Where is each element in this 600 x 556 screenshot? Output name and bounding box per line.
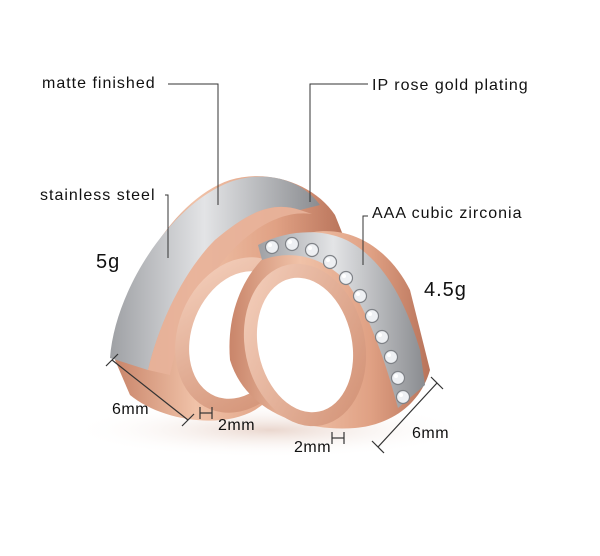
callout-rose-gold-plating: [309, 83, 368, 202]
small-ring-steel-channel: [258, 232, 425, 408]
stone-highlight: [378, 333, 382, 337]
zirconia-stone: [338, 270, 354, 286]
zirconia-stone: [395, 389, 411, 405]
stone-highlight: [342, 274, 346, 278]
stone-highlight: [268, 243, 272, 247]
zirconia-stone: [374, 329, 390, 345]
cubic-zirconia-stones: [264, 236, 411, 405]
label-weight-large-ring: 5g: [96, 251, 121, 273]
label-matte-finished: matte finished: [42, 75, 156, 92]
zirconia-stone: [304, 242, 320, 258]
small-ring-hole: [256, 277, 354, 413]
stone-highlight: [399, 393, 403, 397]
zirconia-stone: [264, 239, 280, 255]
label-thickness-large-ring: 2mm: [218, 417, 256, 434]
dim-line-6mm-small: [377, 382, 438, 448]
stone-highlight: [288, 240, 292, 244]
label-thickness-small-ring: 2mm: [294, 439, 332, 456]
callout-cubic-zirconia: [362, 215, 368, 265]
label-width-large-ring: 6mm: [112, 401, 150, 418]
label-weight-small-ring: 4.5g: [424, 279, 467, 301]
zirconia-stone: [284, 236, 300, 252]
stone-highlight: [356, 292, 360, 296]
callout-stainless-steel: [165, 194, 169, 258]
label-width-small-ring: 6mm: [412, 425, 450, 442]
stone-highlight: [326, 258, 330, 262]
zirconia-stone: [364, 308, 380, 324]
zirconia-stone: [322, 254, 338, 270]
label-aaa-cubic-zirconia: AAA cubic zirconia: [372, 205, 523, 222]
stone-highlight: [308, 246, 312, 250]
zirconia-stone: [352, 288, 368, 304]
dim-line-6mm-large: [111, 359, 189, 421]
label-ip-rose-gold-plating: IP rose gold plating: [372, 77, 529, 94]
small-ring: [229, 231, 430, 429]
large-ring-steel-band: [110, 176, 320, 370]
dim-tick: [105, 353, 119, 367]
large-ring-edge: [148, 206, 312, 375]
stone-highlight: [387, 353, 391, 357]
callout-lines: [165, 83, 368, 265]
label-stainless-steel: stainless steel: [40, 187, 156, 204]
zirconia-stone: [383, 349, 399, 365]
dim-tick: [181, 413, 195, 427]
zirconia-stone: [390, 370, 406, 386]
stone-highlight: [368, 312, 372, 316]
dim-tick: [371, 440, 385, 454]
callout-matte-finished: [168, 83, 219, 205]
dim-tick: [430, 376, 444, 390]
stone-highlight: [394, 374, 398, 378]
dimension-markers: [105, 353, 444, 454]
